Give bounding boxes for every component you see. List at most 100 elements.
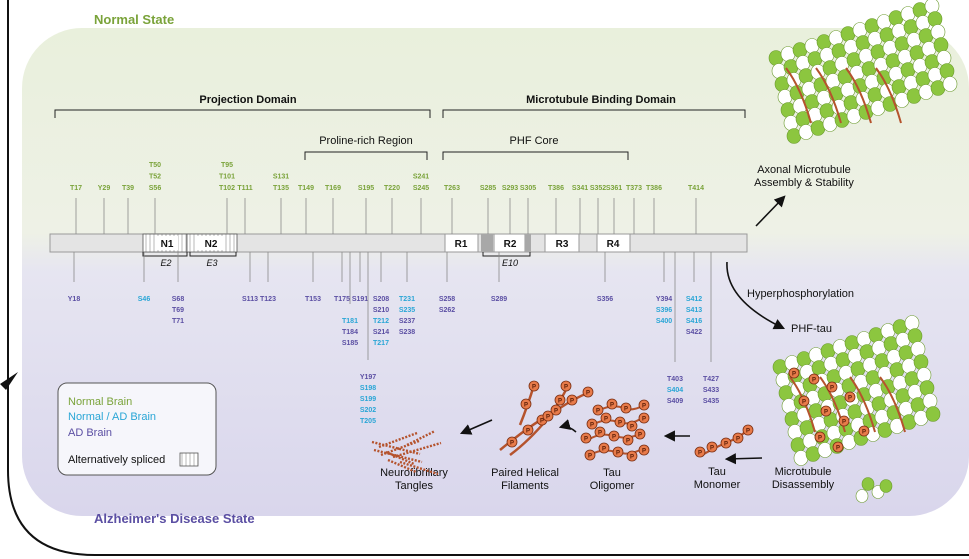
phosphate-marker: [626, 450, 638, 462]
outer-border-curve: [7, 0, 969, 556]
projection-domain-label: Projection Domain: [199, 94, 296, 106]
legend-ad: AD Brain: [68, 427, 112, 439]
normal-site-label: T101: [219, 174, 235, 181]
legend-box: [57, 382, 217, 476]
normal-site-label: S245: [413, 185, 429, 192]
normal-site-label: T111: [237, 185, 252, 192]
ad-site-label: S202: [360, 407, 376, 414]
r2-flank-right: [525, 234, 531, 252]
phf-label-2: Filaments: [501, 480, 549, 492]
phosphate-marker: [694, 446, 706, 458]
phf-core-bracket: [442, 151, 629, 160]
phosphate-label: P: [564, 384, 568, 390]
mtbd-label: Microtubule Binding Domain: [526, 94, 676, 106]
e2-bracket: [142, 252, 188, 257]
projection-bracket: [54, 109, 431, 118]
r4-box: [596, 233, 631, 253]
disassembly-label-2: Disassembly: [772, 479, 835, 491]
tangle-fiber: [387, 458, 417, 474]
phosphate-label: P: [604, 416, 608, 422]
nft-label-2: Tangles: [395, 480, 433, 492]
phosphate-label: P: [570, 398, 574, 404]
ad-site-label: S422: [686, 329, 702, 336]
ad-site-label: T231: [399, 296, 415, 303]
phosphate-label: P: [618, 420, 622, 426]
tubulin-subunit: [939, 63, 955, 79]
assembly-arrow: [755, 195, 786, 227]
phosphate-marker: [808, 373, 820, 385]
phosphate-label: P: [710, 445, 714, 451]
n2-box: [197, 236, 225, 250]
phosphate-marker: [554, 394, 566, 406]
ad-site-label: T181: [342, 318, 358, 325]
e3-label: E3: [206, 258, 217, 268]
ad-site-label: S289: [491, 296, 507, 303]
background-panel: [22, 28, 969, 516]
ad-site-label: S400: [656, 318, 672, 325]
tubulin-subunit: [907, 328, 923, 344]
ad-site-label: S185: [342, 340, 358, 347]
ad-site-label: T153: [305, 296, 321, 303]
tubulin-subunit: [904, 315, 920, 331]
r1-label: R1: [455, 239, 468, 250]
e10-bracket: [482, 252, 531, 257]
ad-site-label: S409: [667, 398, 683, 405]
axonal-label-1: Axonal Microtubule: [757, 164, 851, 176]
phosphate-marker: [626, 420, 638, 432]
phosphate-marker: [720, 437, 732, 449]
ad-site-label: S412: [686, 296, 702, 303]
normal-state-title: Normal State: [94, 12, 174, 27]
tau-strand: [815, 67, 842, 124]
tau-strand: [875, 67, 902, 124]
tau-strand: [879, 376, 906, 433]
phosphate-label: P: [830, 385, 834, 391]
ad-site-label: S235: [399, 307, 415, 314]
phosphate-label: P: [624, 406, 628, 412]
phosphate-label: P: [610, 402, 614, 408]
phosphate-label: P: [802, 399, 806, 405]
tangle-fiber: [373, 448, 423, 464]
normal-site-label: T50: [149, 162, 161, 169]
tau-strand: [785, 67, 812, 124]
normal-site-label: S241: [413, 174, 429, 181]
normal-site-label: T220: [384, 185, 400, 192]
ad-site-label: Y197: [360, 374, 376, 381]
normal-site-label: S305: [520, 185, 536, 192]
e10-label: E10: [502, 258, 518, 268]
phosphate-label: P: [584, 436, 588, 442]
phosphate-marker: [638, 412, 650, 424]
normal-site-label: S293: [502, 185, 518, 192]
phosphate-label: P: [792, 371, 796, 377]
phf-tau-label: PHF-tau: [791, 323, 832, 335]
ad-site-label: S238: [399, 329, 415, 336]
ad-site-label: T212: [373, 318, 389, 325]
ad-site-label: T71: [172, 318, 184, 325]
normal-site-label: T39: [122, 185, 134, 192]
phosphate-marker: [594, 426, 606, 438]
normal-site-label: T95: [221, 162, 233, 169]
tangle-fiber: [371, 440, 421, 456]
phosphate-marker: [600, 412, 612, 424]
phosphate-label: P: [546, 414, 550, 420]
legend-spliced: Alternatively spliced: [68, 454, 165, 466]
phosphate-label: P: [642, 416, 646, 422]
disassembly-label-1: Microtubule: [775, 466, 832, 478]
nft-label-1: Neurofibrillary: [380, 467, 448, 479]
phosphate-marker: [820, 405, 832, 417]
phosphate-label: P: [558, 398, 562, 404]
phosphate-label: P: [736, 436, 740, 442]
ad-site-label: S237: [399, 318, 415, 325]
phosphate-label: P: [612, 434, 616, 440]
phosphate-label: P: [862, 429, 866, 435]
n1-label: N1: [161, 239, 174, 250]
monomer-label-2: Monomer: [694, 479, 741, 491]
normal-site-label: S341: [572, 185, 588, 192]
mtbd-bracket: [442, 109, 746, 118]
ad-site-label: S262: [439, 307, 455, 314]
normal-site-label: T149: [298, 185, 314, 192]
e2-label: E2: [160, 258, 171, 268]
phosphate-marker: [528, 380, 540, 392]
